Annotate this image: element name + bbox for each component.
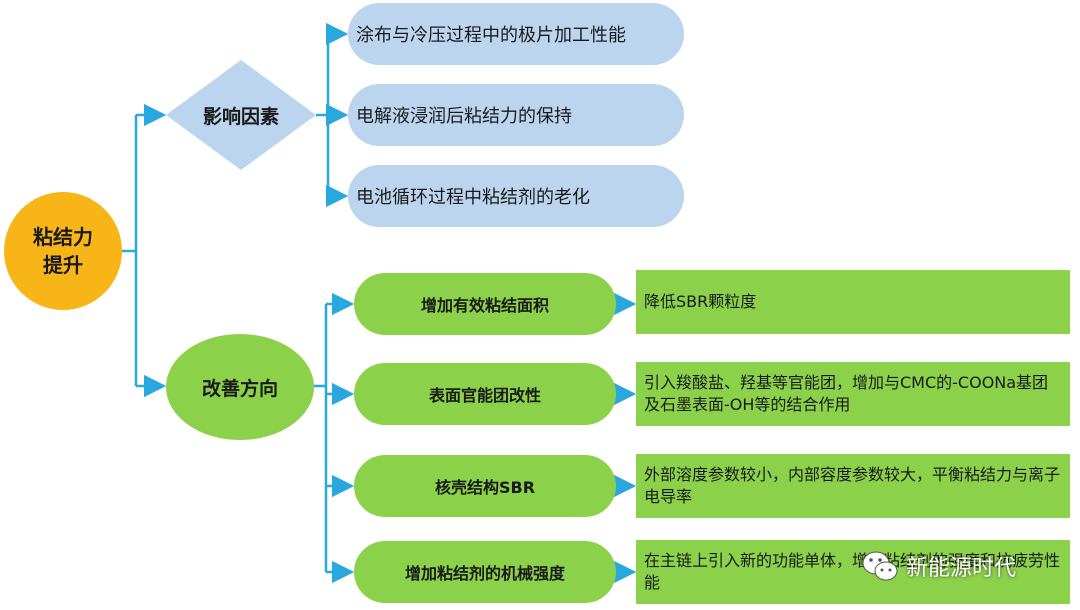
directions-label: 改善方向 [166,334,314,440]
factors-label: 影响因素 [202,105,279,128]
direction-detail: 降低SBR颗粒度 [636,270,1070,334]
factors-diamond [166,60,316,170]
direction-detail: 外部溶度参数较小，内部容度参数较大，平衡粘结力与离子电导率 [636,454,1070,518]
root-circle: 粘结力 提升 [4,192,122,310]
direction-item: 增加粘结剂的机械强度 [354,541,616,603]
direction-detail: 引入羧酸盐、羟基等官能团，增加与CMC的-COONa基团及石墨表面-OH等的结合… [636,362,1070,426]
direction-item: 表面官能团改性 [354,363,616,425]
factor-item: 电解液浸润后粘结力的保持 [348,84,684,146]
root-label-line2: 提升 [43,253,83,277]
wechat-icon [862,551,898,581]
factor-item: 涂布与冷压过程中的极片加工性能 [348,3,684,65]
direction-item: 核壳结构SBR [354,455,616,517]
watermark: 新能源时代 [860,546,1016,586]
factor-item: 电池循环过程中粘结剂的老化 [348,165,684,227]
direction-detail: 在主链上引入新的功能单体，增加粘结剂的强度和抗疲劳性能 [636,540,1070,604]
direction-item: 增加有效粘结面积 [354,273,616,335]
root-label-line1: 粘结力 [33,225,93,249]
watermark-text: 新能源时代 [906,556,1017,581]
